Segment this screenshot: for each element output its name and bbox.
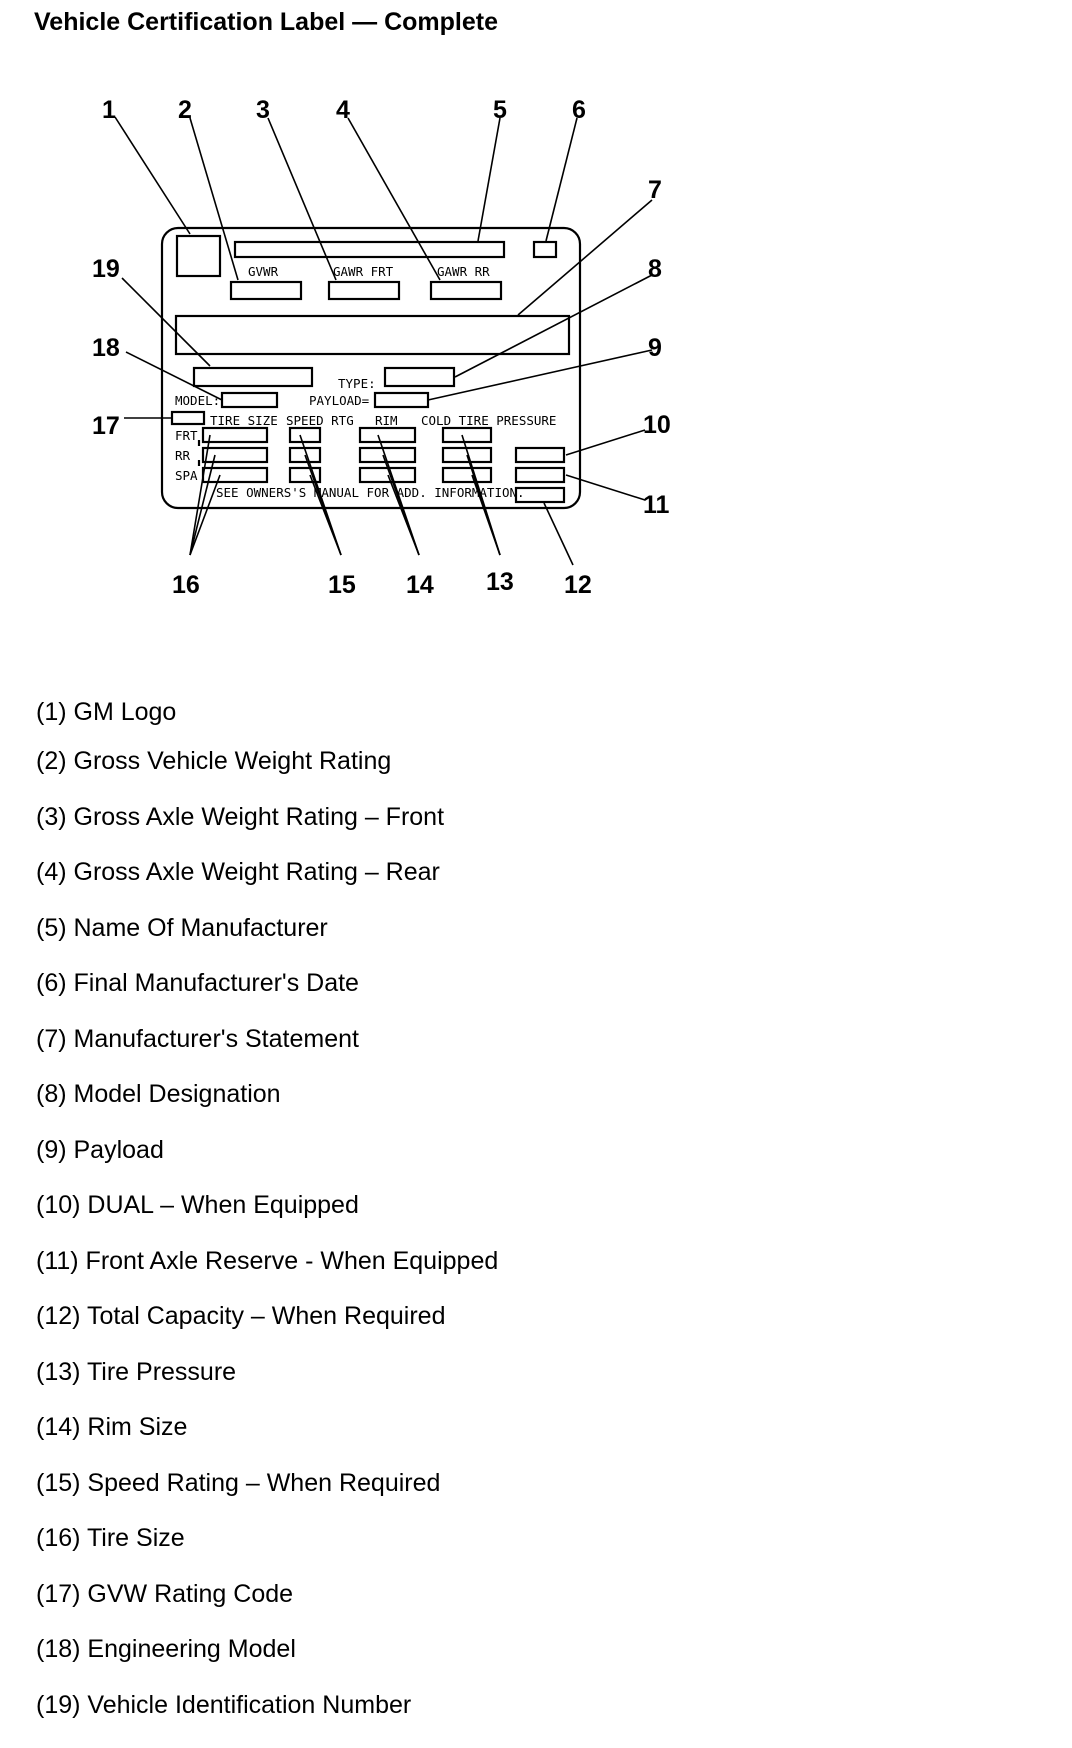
gm-logo-box <box>175 234 222 278</box>
callout-13: 13 <box>486 568 514 596</box>
payload-label: PAYLOAD= <box>309 393 369 408</box>
tire-size-label: TIRE SIZE <box>210 413 278 428</box>
payload-box <box>373 391 430 409</box>
legend-item: (19) Vehicle Identification Number <box>36 1690 412 1719</box>
callout-15: 15 <box>328 571 356 599</box>
model-label: MODEL: <box>175 393 220 408</box>
vin-box <box>192 366 314 388</box>
callout-7: 7 <box>648 176 662 204</box>
callout-4: 4 <box>336 96 350 124</box>
type-label: TYPE: <box>338 376 376 391</box>
callout-18: 18 <box>92 334 120 362</box>
legend-item: (13) Tire Pressure <box>36 1357 237 1386</box>
legend-item: (18) Engineering Model <box>36 1635 296 1663</box>
legend-item: (8) Model Designation <box>36 1080 281 1108</box>
engineering-model-box <box>220 391 279 409</box>
legend-item: (10) DUAL – When Equipped <box>36 1191 359 1219</box>
legend-item: (11) Front Axle Reserve - When Equipped <box>36 1246 499 1275</box>
certification-label-diagram: GVWR GAWR FRT GAWR RR TYPE: MODEL: PAYLO… <box>92 96 671 599</box>
callout-8: 8 <box>648 255 662 283</box>
callout-9: 9 <box>648 334 662 362</box>
callout-3: 3 <box>256 96 270 124</box>
legend-item: (9) Payload <box>36 1135 164 1164</box>
cold-tire-pressure-label: COLD TIRE PRESSURE <box>421 413 556 428</box>
front-axle-reserve-box <box>514 466 566 484</box>
see-owners-manual-text: SEE OWNERS'S MANUAL FOR ADD. INFORMATION… <box>216 485 525 500</box>
model-designation-box <box>383 366 456 388</box>
legend-item: (3) Gross Axle Weight Rating – Front <box>36 802 445 831</box>
label-outline <box>160 226 582 510</box>
total-capacity-box <box>514 486 566 504</box>
callout-19: 19 <box>92 255 120 283</box>
legend-item: (4) Gross Axle Weight Rating – Rear <box>36 858 440 886</box>
manufacturers-statement-box <box>174 314 571 356</box>
page-title: Vehicle Certification Label — Complete <box>34 8 499 36</box>
callout-5: 5 <box>493 96 507 124</box>
callout-12: 12 <box>564 571 592 599</box>
legend-item: (6) Final Manufacturer's Date <box>36 969 359 997</box>
gvwr-box <box>229 280 303 301</box>
front-row-label: FRT <box>175 428 198 443</box>
rim-label: RIM <box>375 413 398 428</box>
dual-box <box>514 446 566 464</box>
legend-item: (2) Gross Vehicle Weight Rating <box>36 747 392 775</box>
callout-16: 16 <box>172 571 200 599</box>
gvwr-label: GVWR <box>248 264 279 279</box>
callout-2: 2 <box>178 96 192 124</box>
callout-17: 17 <box>92 412 120 440</box>
legend-item: (7) Manufacturer's Statement <box>36 1024 359 1053</box>
legend-item: (1) GM Logo <box>36 698 177 726</box>
callout-10: 10 <box>643 411 671 439</box>
legend-item: (12) Total Capacity – When Required <box>36 1302 446 1330</box>
legend-item: (16) Tire Size <box>36 1524 185 1552</box>
gvw-code-box <box>170 410 206 426</box>
speed-rating-label: SPEED RTG <box>286 413 354 428</box>
rear-row-label: RR <box>175 448 191 463</box>
callout-1: 1 <box>102 96 116 124</box>
callout-6: 6 <box>572 96 586 124</box>
gawr-rear-box <box>429 280 503 301</box>
manufacture-date-box <box>532 240 558 259</box>
callout-14: 14 <box>406 571 434 599</box>
manufacturer-name-box <box>233 240 506 259</box>
spare-row-label: SPA <box>175 468 198 483</box>
callout-11: 11 <box>643 491 670 519</box>
legend-item: (14) Rim Size <box>36 1413 188 1441</box>
gawr-rear-label: GAWR RR <box>437 264 490 279</box>
gawr-front-box <box>327 280 401 301</box>
gawr-front-label: GAWR FRT <box>333 264 394 279</box>
legend-item: (17) GVW Rating Code <box>36 1579 294 1608</box>
legend-item: (15) Speed Rating – When Required <box>36 1468 441 1497</box>
legend-item: (5) Name Of Manufacturer <box>36 913 328 942</box>
legend-list: (1) GM Logo (2) Gross Vehicle Weight Rat… <box>36 692 498 1740</box>
